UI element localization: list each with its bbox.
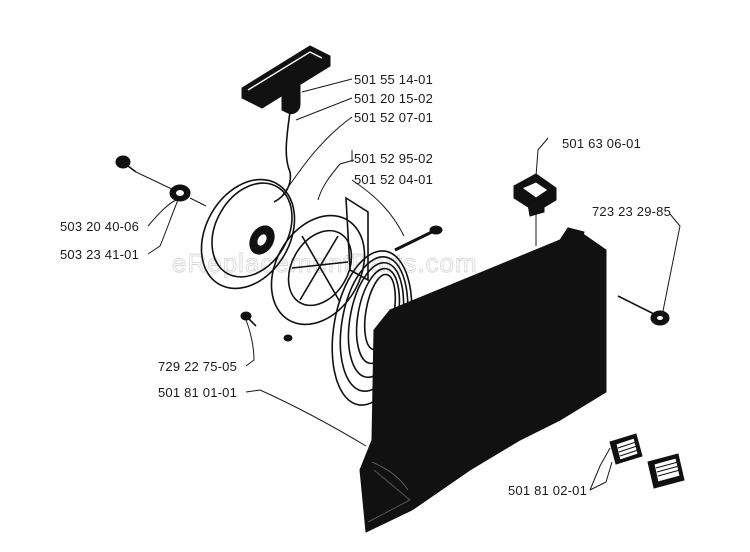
starter-pulley (200, 178, 296, 290)
label-handle-insert: 501 20 15-02 (354, 91, 433, 106)
part-labels: 501 55 14-01 501 20 15-02 501 52 07-01 5… (60, 72, 671, 498)
washer (169, 184, 191, 202)
center-screw (115, 155, 137, 173)
label-washer: 503 23 41-01 (60, 247, 139, 262)
label-center-screw: 503 20 40-06 (60, 219, 139, 234)
starter-housing (359, 227, 607, 533)
spring-screw (240, 311, 257, 327)
label-starter-housing: 501 81 01-01 (158, 385, 237, 400)
spring-bracket (345, 196, 369, 282)
label-starter-rope: 501 52 07-01 (354, 110, 433, 125)
watermark-text: eReplacementParts.com (172, 248, 478, 278)
label-rope-guide: 501 63 06-01 (562, 136, 641, 151)
cover-screw (617, 295, 670, 326)
label-spring-screw: 729 22 75-05 (158, 359, 237, 374)
rope-guide (513, 173, 557, 217)
air-intake-grille-left (609, 433, 643, 465)
starter-handle (241, 45, 331, 115)
label-cover-screw: 723 23 29-85 (592, 204, 671, 219)
spring-cassette (270, 214, 366, 342)
label-recoil-spring: 501 52 04-01 (354, 172, 433, 187)
spring-hook (429, 225, 443, 235)
air-intake-grille-right (647, 453, 685, 489)
label-starter-pulley: 501 52 95-02 (354, 151, 433, 166)
leader-lines (147, 78, 681, 491)
label-handle: 501 55 14-01 (354, 72, 433, 87)
label-air-intake-grille: 501 81 02-01 (508, 483, 587, 498)
